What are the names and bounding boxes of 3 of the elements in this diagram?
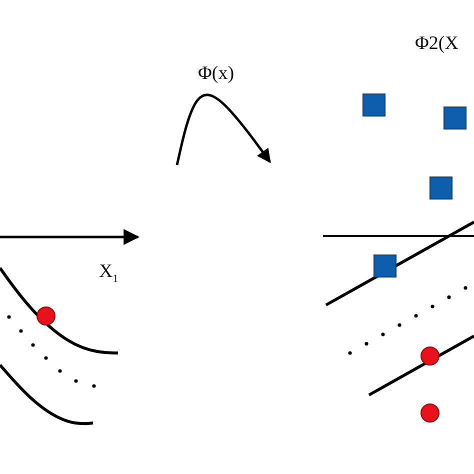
formula-label: Φ(x) — [198, 64, 234, 83]
formula-label: Φ2(X — [415, 34, 458, 53]
axis-label: X$_{1}$ — [99, 262, 118, 285]
